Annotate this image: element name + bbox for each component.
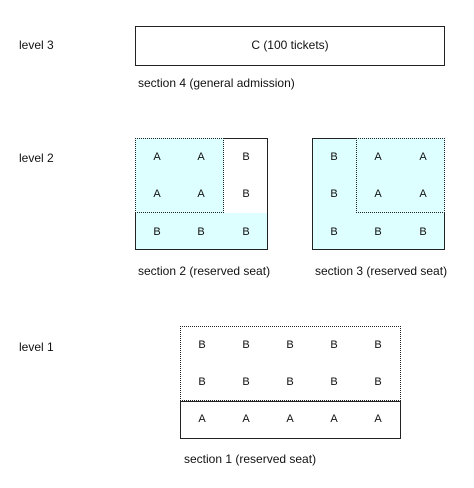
section2-seat-r1-c3: B [242,151,250,163]
section-4-label: C (100 tickets) [251,38,329,52]
section1-seat-r3-c4: A [330,413,338,425]
section1-seat-r3-c2: A [242,413,250,425]
section2-seat-r1-c2: A [197,151,205,163]
section1-seat-r1-c5: B [374,339,382,351]
section3-seat-r1-c1: B [330,151,338,163]
section1-seat-r3-c5: A [374,413,382,425]
section1-seat-r2-c2: B [242,376,250,388]
section1-seat-r3-c1: A [198,413,206,425]
section1-seat-r2-c5: B [374,376,382,388]
section-2-caption: section 2 (reserved seat) [138,264,271,278]
section2-seat-r1-c1: A [153,151,161,163]
section-4-caption: section 4 (general admission) [138,76,295,90]
section2-seat-r2-c3: B [242,188,250,200]
section1-seat-r3-c3: A [286,413,294,425]
section1-seat-r1-c2: B [242,339,250,351]
section1-seat-r2-c4: B [330,376,338,388]
section2-seat-r3-c1: B [153,226,161,238]
section-3-a-zone [356,138,445,213]
section2-seat-r2-c2: A [197,188,205,200]
section-1-b-zone [180,326,401,401]
section-2-b-zone [224,138,268,213]
section3-seat-r3-c1: B [330,226,338,238]
section3-seat-r2-c3: A [419,188,427,200]
section3-seat-r3-c3: B [419,226,427,238]
section-4-box: C (100 tickets) [135,26,445,66]
level-1-label: level 1 [19,340,54,354]
section1-seat-r1-c4: B [330,339,338,351]
section-1-a-zone [180,401,401,439]
section3-seat-r2-c2: A [374,188,382,200]
section3-seat-r3-c2: B [374,226,382,238]
section1-seat-r2-c3: B [286,376,294,388]
section-1-caption: section 1 (reserved seat) [184,452,317,466]
section3-seat-r1-c3: A [419,151,427,163]
section1-seat-r1-c3: B [286,339,294,351]
section-2-a-zone [135,138,224,213]
section1-seat-r2-c1: B [198,376,206,388]
section3-seat-r1-c2: A [374,151,382,163]
section2-seat-r2-c1: A [153,188,161,200]
section2-seat-r3-c3: B [242,226,250,238]
level-2-label: level 2 [19,151,54,165]
section2-seat-r3-c2: B [197,226,205,238]
level-3-label: level 3 [19,38,54,52]
section3-seat-r2-c1: B [330,188,338,200]
section-3-caption: section 3 (reserved seat) [315,264,448,278]
section1-seat-r1-c1: B [198,339,206,351]
